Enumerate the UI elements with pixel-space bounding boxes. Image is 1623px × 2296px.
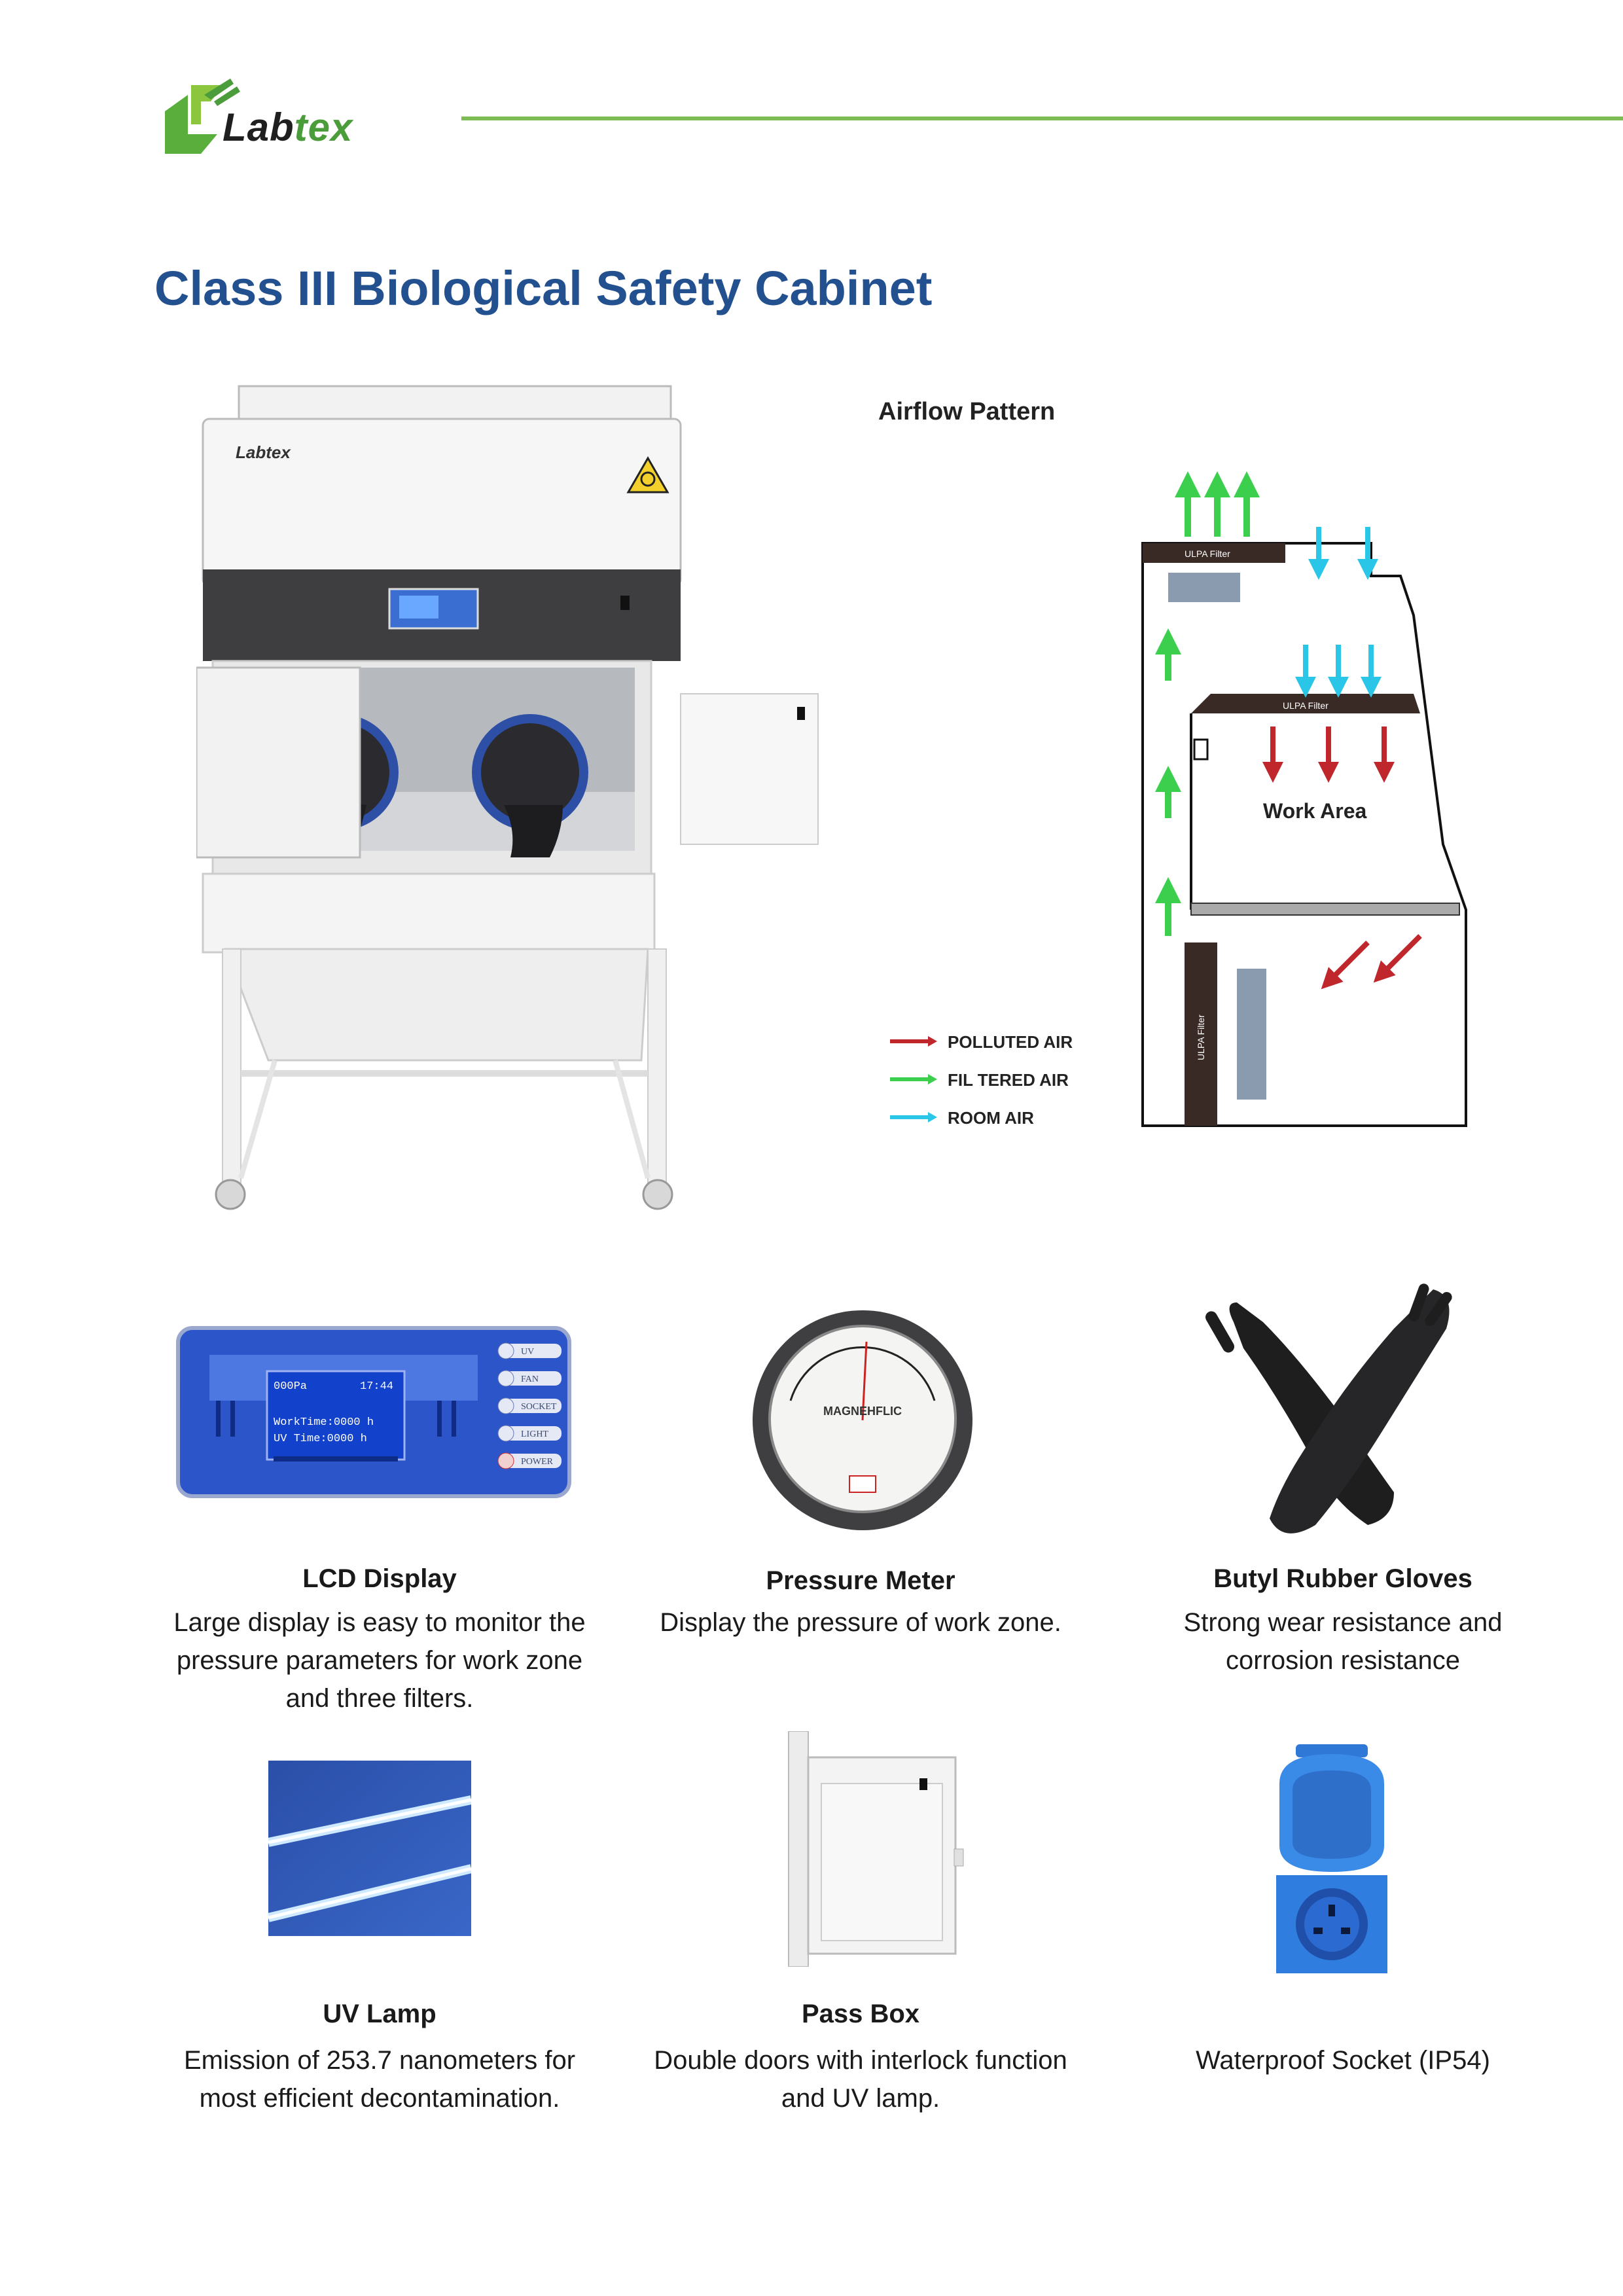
- cabinet-brand-label: Labtex: [236, 442, 291, 462]
- feature-title-pressure: Pressure Meter: [766, 1566, 955, 1595]
- cabinet-illustration: Labtex: [196, 385, 819, 1210]
- filter-mid-label: ULPA Filter: [1283, 700, 1329, 711]
- lcd-btn-power: POWER: [521, 1457, 554, 1467]
- lcd-btn-light: LIGHT: [521, 1429, 548, 1439]
- logo-wordmark: Labtex: [223, 105, 353, 149]
- filter-top-label: ULPA Filter: [1185, 548, 1230, 559]
- page-title: Class III Biological Safety Cabinet: [154, 261, 933, 315]
- feature-title-passbox: Pass Box: [801, 2000, 920, 2028]
- lcd-line3: UV Time:0000 h: [274, 1433, 367, 1445]
- lcd-btn-uv: UV: [521, 1347, 534, 1357]
- labtex-logo-mark: [165, 79, 240, 154]
- feature-desc-pressure: Display the pressure of work zone.: [660, 1608, 1061, 1637]
- lcd-line1-left: 000Pa: [274, 1380, 307, 1393]
- legend-polluted: POLLUTED AIR: [948, 1032, 1073, 1052]
- feature-title-lcd: LCD Display: [302, 1564, 457, 1593]
- feature-desc-socket: Waterproof Socket (IP54): [1196, 2046, 1490, 2075]
- feature-title-uv: UV Lamp: [323, 2000, 437, 2028]
- legend-filtered: FIL TERED AIR: [948, 1070, 1069, 1090]
- airflow-diagram: ULPA Filter ULPA Filter ULPA Filter Work…: [1141, 471, 1467, 1127]
- lcd-display-image: 000Pa 17:44 WorkTime:0000 h UV Time:0000…: [176, 1326, 571, 1498]
- feature-title-gloves: Butyl Rubber Gloves: [1213, 1564, 1472, 1593]
- airflow-title: Airflow Pattern: [878, 398, 1056, 425]
- work-area-label: Work Area: [1263, 799, 1366, 823]
- header-divider: [461, 117, 1623, 120]
- airflow-legend: [890, 1036, 937, 1122]
- pass-box-image: [788, 1731, 964, 1967]
- lcd-btn-fan: FAN: [521, 1374, 539, 1384]
- lcd-line2: WorkTime:0000 h: [274, 1416, 374, 1429]
- lcd-btn-socket: SOCKET: [521, 1402, 557, 1412]
- gauge-brand: MAGNEHFLIC: [823, 1405, 902, 1418]
- waterproof-socket-image: [1276, 1744, 1387, 1973]
- butyl-gloves-image: [1205, 1283, 1452, 1534]
- filter-side-label: ULPA Filter: [1196, 1014, 1206, 1060]
- uv-lamp-image: [268, 1761, 471, 1936]
- legend-room: ROOM AIR: [948, 1108, 1034, 1128]
- pressure-gauge-image: MAGNEHFLIC: [753, 1310, 972, 1530]
- lcd-line1-right: 17:44: [360, 1380, 393, 1393]
